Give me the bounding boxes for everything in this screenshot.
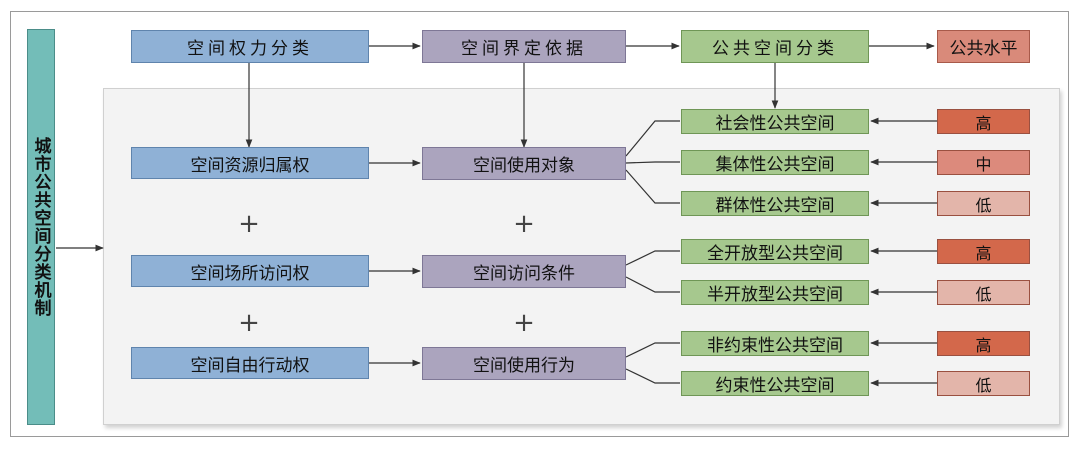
plus-sign: + <box>238 209 260 239</box>
vertical-title-box: 城市公共空间分类机制 <box>27 29 55 425</box>
category-collective: 集体性公共空间 <box>681 150 869 175</box>
category-fully-open: 全开放型公共空间 <box>681 239 869 264</box>
level-badge-low: 低 <box>937 280 1030 305</box>
criteria-users: 空间使用对象 <box>422 147 626 180</box>
category-constrained: 约束性公共空间 <box>681 371 869 396</box>
level-badge-medium: 中 <box>937 150 1030 175</box>
level-badge-low: 低 <box>937 191 1030 216</box>
diagram-title: 城市公共空间分类机制 <box>30 137 51 317</box>
right-free-action: 空间自由行动权 <box>131 347 369 379</box>
category-unconstrained: 非约束性公共空间 <box>681 331 869 356</box>
criteria-use-behavior: 空间使用行为 <box>422 347 626 380</box>
right-place-access: 空间场所访问权 <box>131 255 369 287</box>
level-badge-high: 高 <box>937 109 1030 134</box>
category-social: 社会性公共空间 <box>681 109 869 134</box>
header-public-space-category: 公共空间分类 <box>681 30 869 63</box>
plus-sign: + <box>238 308 260 338</box>
header-public-level: 公共水平 <box>937 30 1030 63</box>
level-badge-high: 高 <box>937 331 1030 356</box>
bracket-c2-cat4 <box>625 250 680 266</box>
bracket-c2-cat5 <box>625 276 680 293</box>
bracket-c3-cat7 <box>625 368 680 384</box>
right-resource-ownership: 空间资源归属权 <box>131 147 369 179</box>
header-space-criteria: 空间界定依据 <box>422 30 626 63</box>
header-space-rights: 空间权力分类 <box>131 30 369 63</box>
level-badge-high: 高 <box>937 239 1030 264</box>
bracket-c3-cat6 <box>625 342 680 358</box>
bracket-c1-cat3 <box>625 169 680 204</box>
bracket-c1-cat1 <box>625 120 680 157</box>
level-badge-low: 低 <box>937 371 1030 396</box>
bracket-c1-cat2 <box>625 161 680 164</box>
criteria-access-conditions: 空间访问条件 <box>422 255 626 288</box>
plus-sign: + <box>513 209 535 239</box>
plus-sign: + <box>513 308 535 338</box>
category-group: 群体性公共空间 <box>681 191 869 216</box>
category-semi-open: 半开放型公共空间 <box>681 280 869 305</box>
